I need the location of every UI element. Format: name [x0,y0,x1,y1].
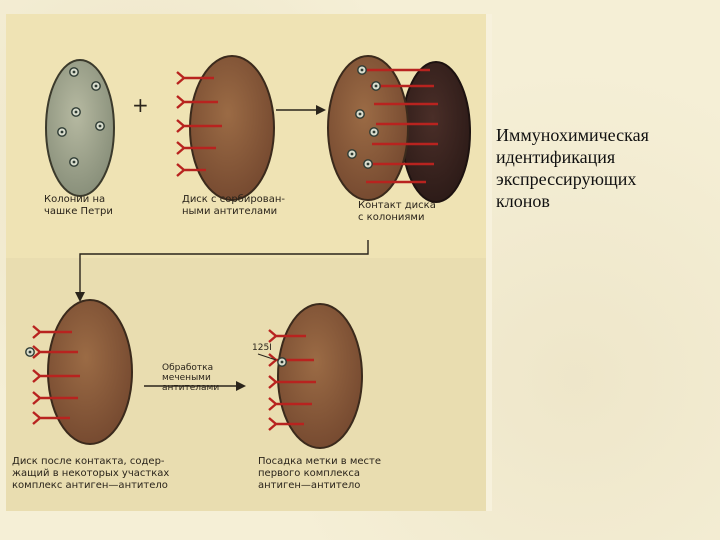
immunochemical-diagram: + Колонии на ча [6,14,492,511]
caption-disc-antibodies: Диск с сорбирован- ными антителами [182,194,288,217]
contact-disc [327,55,409,201]
antibody-disc [189,55,275,201]
flow-arrowhead [75,292,85,302]
antibodies-labeled-disc [267,328,316,432]
flow-connector [79,240,369,296]
arrow-bottom [144,381,246,391]
radio-label-marker [257,353,287,367]
title-line: клонов [496,191,550,211]
title-line: Иммунохимическая [496,125,649,145]
caption-colonies: Колонии на чашке Петри [44,194,113,217]
slide-title: Иммунохимическая идентификация экспресси… [496,124,718,212]
bound-antigen [25,347,35,357]
disc-after-contact [47,299,133,445]
title-line: экспрессирующих [496,169,637,189]
figure-border-right [486,14,492,511]
caption-contact: Контакт диска с колониями [358,200,439,223]
antibodies-disc-1 [175,70,222,178]
caption-label-site: Посадка метки в месте первого комплекса … [258,456,384,491]
title-line: идентификация [496,147,616,167]
caption-processing: Обработка мечеными антителами [162,363,219,393]
petri-dish [45,59,115,197]
isotope-label: 125I [252,343,272,353]
arrow-top [276,105,326,115]
caption-disc-after: Диск после контакта, содер- жащий в неко… [12,456,173,491]
antibodies-disc-after [31,324,80,426]
plus-sign: + [132,93,149,117]
contact-links [366,68,438,184]
labeled-disc [277,303,363,449]
